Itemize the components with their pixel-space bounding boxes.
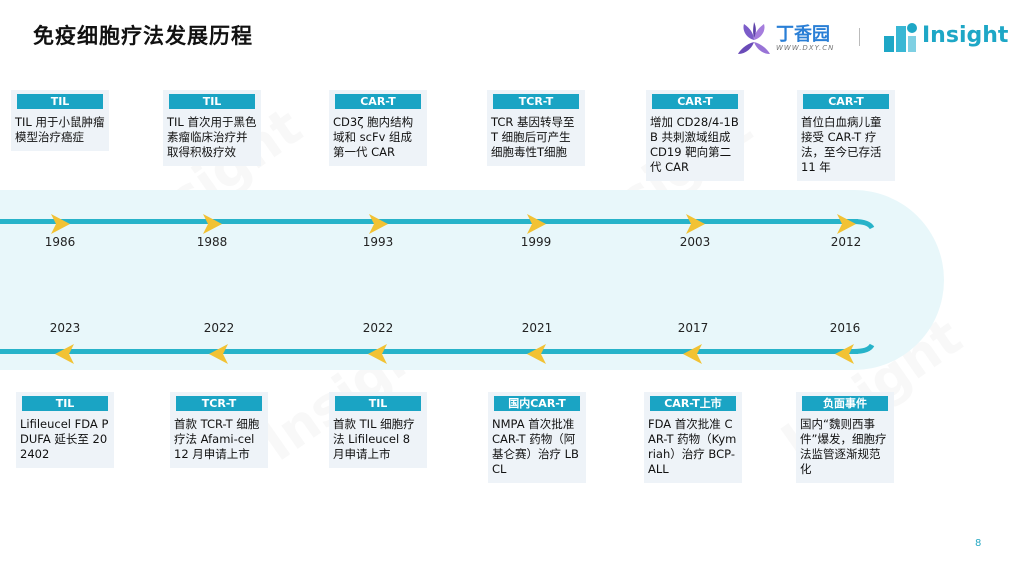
top-arrow-icon (48, 212, 72, 236)
event-description: TCR 基因转导至 T 细胞后可产生细胞毒性T细胞 (491, 115, 575, 159)
dxy-logo: 丁香园 WWW.DXY.CN (736, 18, 846, 58)
category-tag: TIL (22, 396, 108, 411)
bottom-year-label: 2021 (521, 321, 553, 335)
bottom-year-label: 2016 (829, 321, 861, 335)
bottom-year-label: 2022 (362, 321, 394, 335)
event-description: FDA 首次批准 CAR-T 药物（Kymriah）治疗 BCP-ALL (648, 417, 737, 476)
top-event-card: CAR-T 增加 CD28/4-1BB 共刺激域组成 CD19 靶向第二代 CAR (646, 90, 744, 181)
timeline-line-top (0, 219, 858, 224)
bottom-event-card: CAR-T上市 FDA 首次批准 CAR-T 药物（Kymriah）治疗 BCP-… (644, 392, 742, 483)
category-tag: TIL (169, 94, 255, 109)
bottom-arrow-icon (525, 342, 549, 366)
bottom-event-card: TIL 首款 TIL 细胞疗法 Lifileucel 8 月申请上市 (329, 392, 427, 468)
event-description: CD3ζ 胞内结构域和 scFv 组成第一代 CAR (333, 115, 414, 159)
bottom-arrow-icon (207, 342, 231, 366)
top-arrow-icon (200, 212, 224, 236)
top-arrow-icon (366, 212, 390, 236)
top-year-label: 1999 (520, 235, 552, 249)
bottom-arrow-icon (366, 342, 390, 366)
event-description: 首位白血病儿童接受 CAR-T 疗法，至今已存活 11 年 (801, 115, 882, 174)
top-year-label: 1988 (196, 235, 228, 249)
top-event-card: CAR-T 首位白血病儿童接受 CAR-T 疗法，至今已存活 11 年 (797, 90, 895, 181)
top-year-label: 2012 (830, 235, 862, 249)
bottom-event-card: TCR-T 首款 TCR-T 细胞疗法 Afami-cel 12 月申请上市 (170, 392, 268, 468)
category-tag: 负面事件 (802, 396, 888, 411)
event-description: Lifileucel FDA PDUFA 延长至 202402 (20, 417, 109, 461)
dxy-brand-text: 丁香园 (776, 24, 830, 45)
event-description: TIL 用于小鼠肿瘤模型治疗癌症 (15, 115, 105, 144)
category-tag: CAR-T上市 (650, 396, 736, 411)
category-tag: CAR-T (803, 94, 889, 109)
insight-brand-text: Insight (922, 23, 1009, 48)
category-tag: TIL (335, 396, 421, 411)
timeline-line-bottom (0, 349, 858, 354)
category-tag: TCR-T (493, 94, 579, 109)
page-number: 8 (975, 538, 982, 549)
event-description: TIL 首次用于黑色素瘤临床治疗并取得积极疗效 (167, 115, 257, 159)
bottom-arrow-icon (681, 342, 705, 366)
event-description: NMPA 首次批准 CAR-T 药物（阿基仑赛）治疗 LBCL (492, 417, 579, 476)
top-arrow-icon (834, 212, 858, 236)
logo-separator (859, 28, 860, 46)
timeline-band (0, 190, 944, 370)
bottom-arrow-icon (833, 342, 857, 366)
category-tag: 国内CAR-T (494, 396, 580, 411)
bottom-event-card: 负面事件国内“魏则西事件”爆发，细胞疗法监管逐渐规范化 (796, 392, 894, 483)
bottom-arrow-icon (53, 342, 77, 366)
event-description: 国内“魏则西事件”爆发，细胞疗法监管逐渐规范化 (800, 417, 887, 476)
category-tag: CAR-T (652, 94, 738, 109)
bottom-event-card: 国内CAR-T NMPA 首次批准 CAR-T 药物（阿基仑赛）治疗 LBCL (488, 392, 586, 483)
page-title: 免疫细胞疗法发展历程 (33, 24, 253, 48)
event-description: 增加 CD28/4-1BB 共刺激域组成 CD19 靶向第二代 CAR (650, 115, 739, 174)
event-description: 首款 TCR-T 细胞疗法 Afami-cel 12 月申请上市 (174, 417, 260, 461)
event-description: 首款 TIL 细胞疗法 Lifileucel 8 月申请上市 (333, 417, 415, 461)
top-event-card: TIL TIL 用于小鼠肿瘤模型治疗癌症 (11, 90, 109, 151)
timeline-curve (853, 219, 875, 354)
bottom-year-label: 2017 (677, 321, 709, 335)
category-tag: TIL (17, 94, 103, 109)
category-tag: TCR-T (176, 396, 262, 411)
flower-icon (738, 22, 770, 54)
top-event-card: TCR-T TCR 基因转导至 T 细胞后可产生细胞毒性T细胞 (487, 90, 585, 166)
top-event-card: TIL TIL 首次用于黑色素瘤临床治疗并取得积极疗效 (163, 90, 261, 166)
top-arrow-icon (683, 212, 707, 236)
top-year-label: 1986 (44, 235, 76, 249)
top-event-card: CAR-T CD3ζ 胞内结构域和 scFv 组成第一代 CAR (329, 90, 427, 166)
category-tag: CAR-T (335, 94, 421, 109)
bottom-year-label: 2022 (203, 321, 235, 335)
insight-logo: Insight (882, 16, 1009, 56)
dxy-url-text: WWW.DXY.CN (776, 44, 835, 52)
bottom-event-card: TIL Lifileucel FDA PDUFA 延长至 202402 (16, 392, 114, 468)
top-year-label: 2003 (679, 235, 711, 249)
top-year-label: 1993 (362, 235, 394, 249)
top-arrow-icon (524, 212, 548, 236)
bottom-year-label: 2023 (49, 321, 81, 335)
insight-mark-icon (884, 23, 917, 52)
